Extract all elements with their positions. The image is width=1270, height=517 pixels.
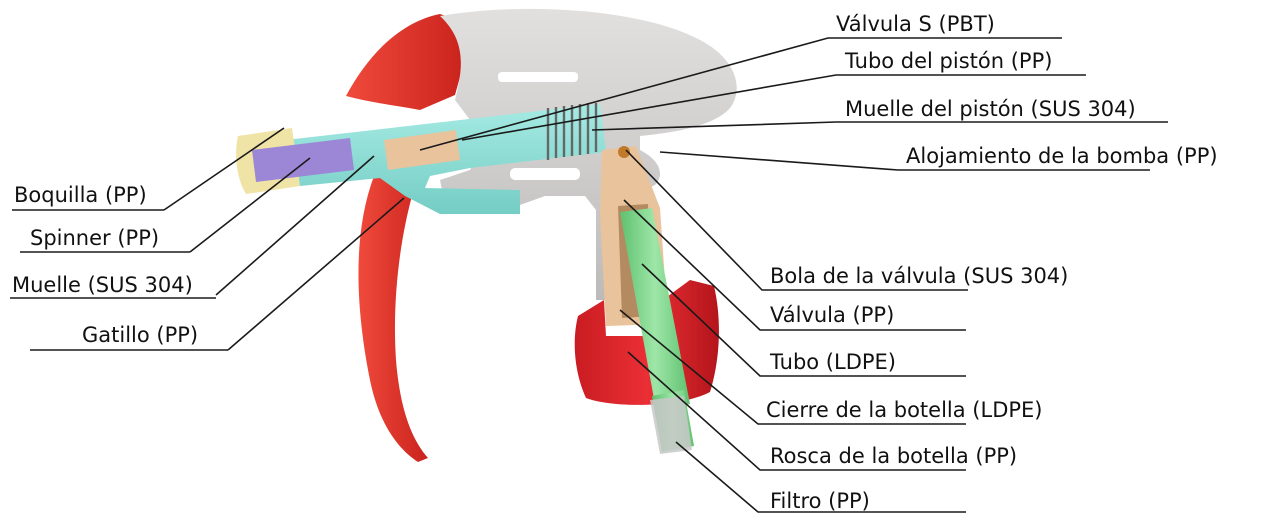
- label-cierre-botella: Cierre de la botella (LDPE): [766, 398, 1043, 422]
- label-boquilla: Boquilla (PP): [14, 183, 147, 207]
- label-valvula-s: Válvula S (PBT): [836, 12, 995, 36]
- leader-tubo-piston: [461, 74, 1086, 141]
- label-gatillo: Gatillo (PP): [82, 323, 198, 347]
- housing-slot-1: [498, 72, 578, 82]
- leader-cierre: [619, 309, 966, 425]
- label-spinner: Spinner (PP): [30, 226, 159, 250]
- label-tubo: Tubo (LDPE): [769, 350, 896, 374]
- part-labels: Válvula S (PBT) Tubo del pistón (PP) Mue…: [12, 12, 1218, 513]
- trigger-top: [346, 14, 465, 110]
- valve-ball: [618, 146, 630, 158]
- spinner: [252, 138, 354, 182]
- dip-tube: [620, 208, 690, 410]
- leader-muelle-piston: [591, 121, 1168, 131]
- label-rosca-botella: Rosca de la botella (PP): [770, 444, 1017, 468]
- left-label-underlines: [10, 209, 216, 299]
- label-tubo-piston: Tubo del pistón (PP): [844, 49, 1052, 73]
- leader-valvula: [623, 199, 966, 331]
- leader-rosca: [627, 351, 966, 471]
- label-muelle: Muelle (SUS 304): [12, 273, 193, 297]
- leader-alojamiento: [659, 151, 1150, 171]
- leader-muelle: [215, 155, 375, 296]
- label-muelle-piston: Muelle del pistón (SUS 304): [845, 97, 1136, 121]
- leader-lines: [30, 37, 1168, 513]
- leader-tubo: [641, 263, 966, 377]
- leader-valvula-s: [419, 37, 1062, 151]
- label-bola-valvula: Bola de la válvula (SUS 304): [770, 264, 1068, 288]
- trigger-lever: [358, 172, 428, 462]
- leader-gatillo: [227, 197, 405, 351]
- leader-bola-valvula: [625, 149, 968, 291]
- label-valvula: Válvula (PP): [770, 303, 894, 327]
- piston-spring: [546, 103, 598, 160]
- leader-spinner: [189, 157, 311, 253]
- label-alojamiento: Alojamiento de la bomba (PP): [906, 144, 1218, 168]
- label-filtro: Filtro (PP): [770, 489, 870, 513]
- leader-boquilla: [163, 127, 285, 211]
- leader-filtro: [675, 441, 966, 513]
- housing-slot-2: [510, 168, 580, 180]
- filter: [650, 396, 692, 454]
- sprayer-illustration: [236, 8, 737, 462]
